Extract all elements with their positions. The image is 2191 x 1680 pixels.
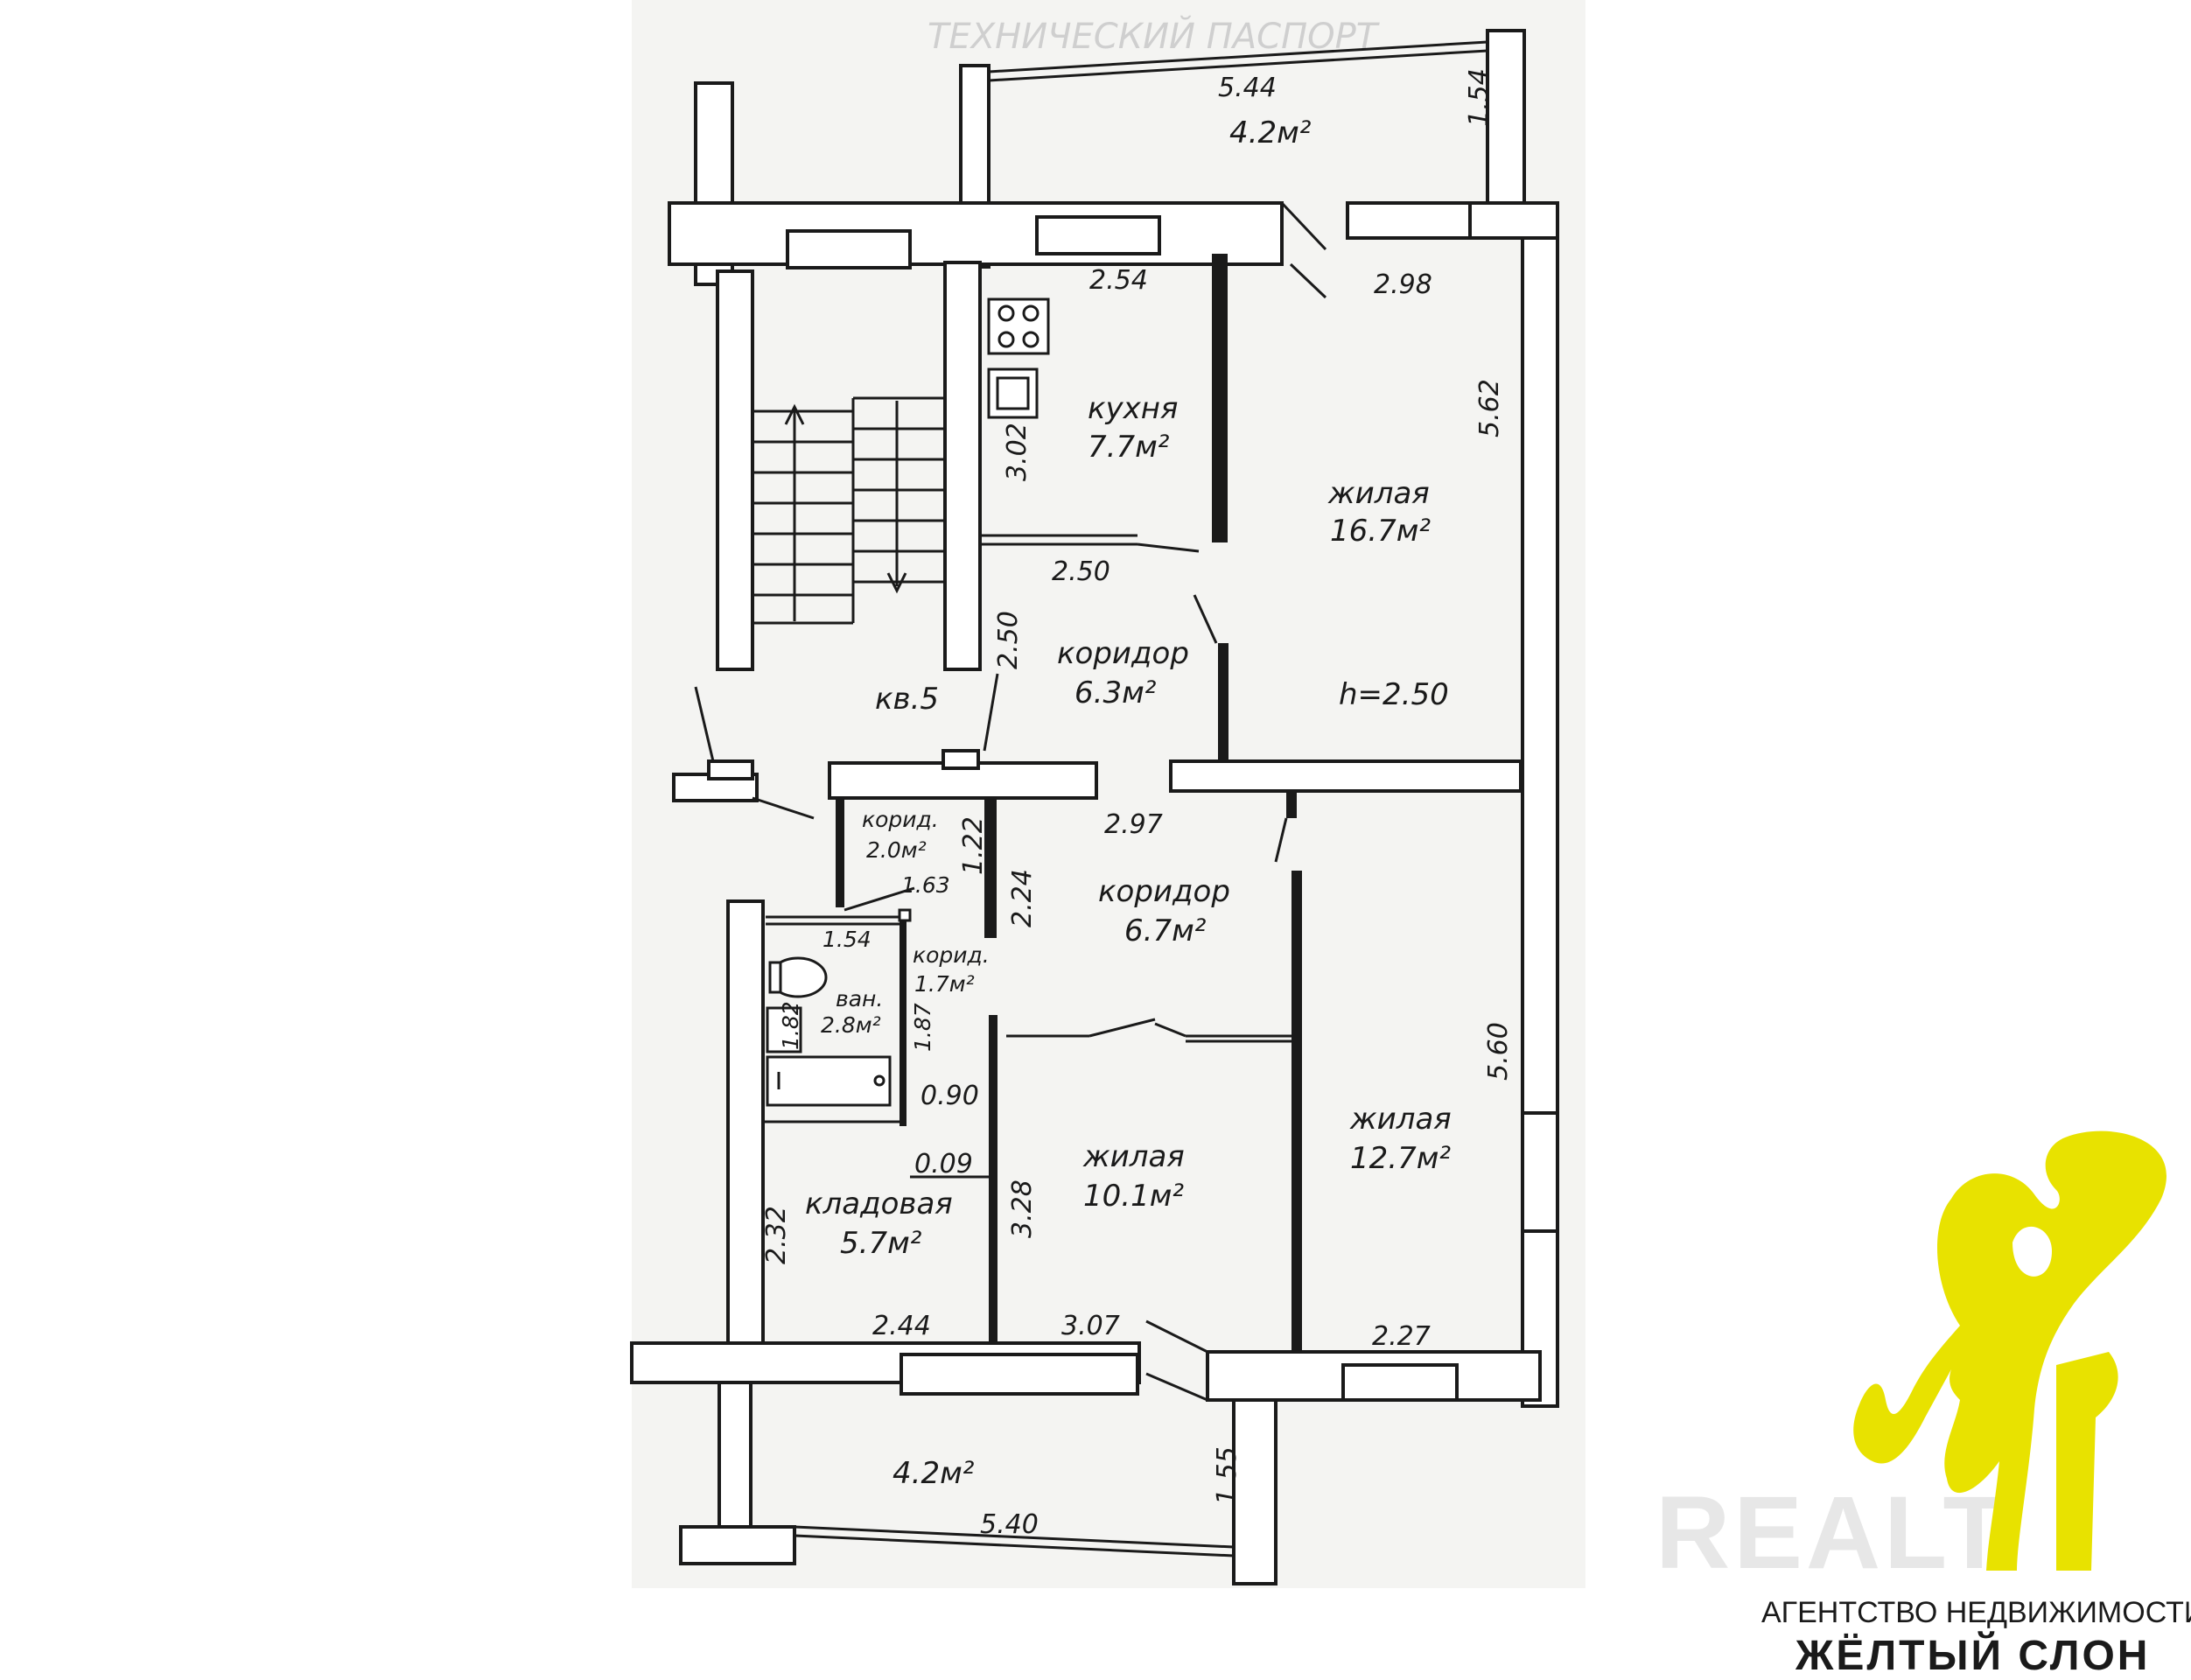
bathroom-name: ван. — [836, 986, 883, 1012]
living-mid-length: 3.28 — [1007, 1180, 1038, 1238]
living-large-name: жилая — [1327, 476, 1430, 511]
corridor-lower-area: 6.7м² — [1124, 914, 1207, 948]
ceiling-height: h=2.50 — [1339, 677, 1449, 712]
living-right-width: 2.27 — [1372, 1321, 1431, 1352]
kitchen-width: 2.54 — [1089, 265, 1148, 296]
kitchen-area: 7.7м² — [1088, 430, 1170, 465]
living-right-length: 5.60 — [1483, 1022, 1514, 1081]
elephant-logo-icon — [1853, 1130, 2166, 1571]
washbasin-icon — [766, 1006, 802, 1054]
corridor-upper-area: 6.3м² — [1074, 676, 1157, 710]
balcony-top-depth: 1.54 — [1464, 68, 1494, 127]
agency-label: АГЕНТСТВО НЕДВИЖИМОСТИ — [1761, 1596, 2191, 1629]
kitchen-length: 3.02 — [1002, 423, 1032, 481]
corridor-upper-name: коридор — [1057, 636, 1189, 671]
agency-name: ЖЁЛТЫЙ СЛОН — [1795, 1631, 2150, 1679]
living-large-length: 5.62 — [1474, 379, 1505, 438]
corridor-small-1-area: 2.0м² — [866, 837, 927, 863]
corridor-lower-length: 2.24 — [1007, 869, 1038, 928]
staircase — [752, 396, 945, 625]
bathtub-icon — [766, 1055, 892, 1107]
corridor-small-2-name: корид. — [913, 942, 990, 968]
balcony-top-area: 4.2м² — [1229, 116, 1312, 150]
bathroom-width: 1.54 — [822, 927, 872, 952]
kitchen-bottom-width: 2.50 — [1052, 556, 1110, 587]
corridor-small-2-width: 0.90 — [920, 1081, 979, 1111]
living-right-name: жилая — [1349, 1102, 1452, 1137]
corridor-upper-length: 2.50 — [993, 611, 1024, 669]
balcony-top-width: 5.44 — [1218, 73, 1277, 103]
sink-icon — [987, 368, 1039, 419]
storage-name: кладовая — [805, 1186, 953, 1222]
faint-header: ТЕХНИЧЕСКИЙ ПАСПОРТ — [928, 15, 1381, 57]
bathroom-length: 1.82 — [778, 1001, 803, 1050]
corridor-lower-name: коридор — [1098, 874, 1230, 909]
apartment-label: кв.5 — [875, 682, 939, 717]
corridor-small-1-name: корид. — [862, 807, 939, 832]
corridor-small-1-d1: 1.22 — [958, 816, 989, 875]
living-large-width: 2.98 — [1374, 270, 1432, 300]
stove-icon — [987, 298, 1050, 355]
balcony-bottom-width: 5.40 — [980, 1509, 1039, 1540]
corridor-small-2-area: 1.7м² — [914, 971, 975, 997]
bathroom-area: 2.8м² — [821, 1012, 881, 1038]
toilet-icon — [768, 956, 828, 998]
living-mid-wall: 0.09 — [914, 1149, 973, 1180]
kitchen-name: кухня — [1088, 391, 1178, 426]
walls — [630, 29, 1559, 1586]
corridor-small-2-length: 1.87 — [910, 1003, 935, 1052]
storage-area: 5.7м² — [840, 1226, 922, 1261]
balcony-bottom-area: 4.2м² — [892, 1456, 975, 1491]
balcony-bottom-depth: 1.55 — [1212, 1446, 1242, 1505]
corridor-small-1-d2: 1.63 — [901, 872, 950, 898]
storage-width: 2.44 — [872, 1311, 931, 1341]
realt-watermark: REALT — [1656, 1475, 2010, 1591]
living-mid-area: 10.1м² — [1083, 1179, 1184, 1214]
living-mid-name: жилая — [1082, 1139, 1185, 1174]
living-right-area: 12.7м² — [1350, 1141, 1451, 1176]
living-large-area: 16.7м² — [1330, 514, 1431, 549]
corridor-lower-width: 2.97 — [1104, 809, 1163, 840]
living-mid-width: 3.07 — [1061, 1311, 1120, 1341]
storage-length: 2.32 — [761, 1206, 792, 1264]
